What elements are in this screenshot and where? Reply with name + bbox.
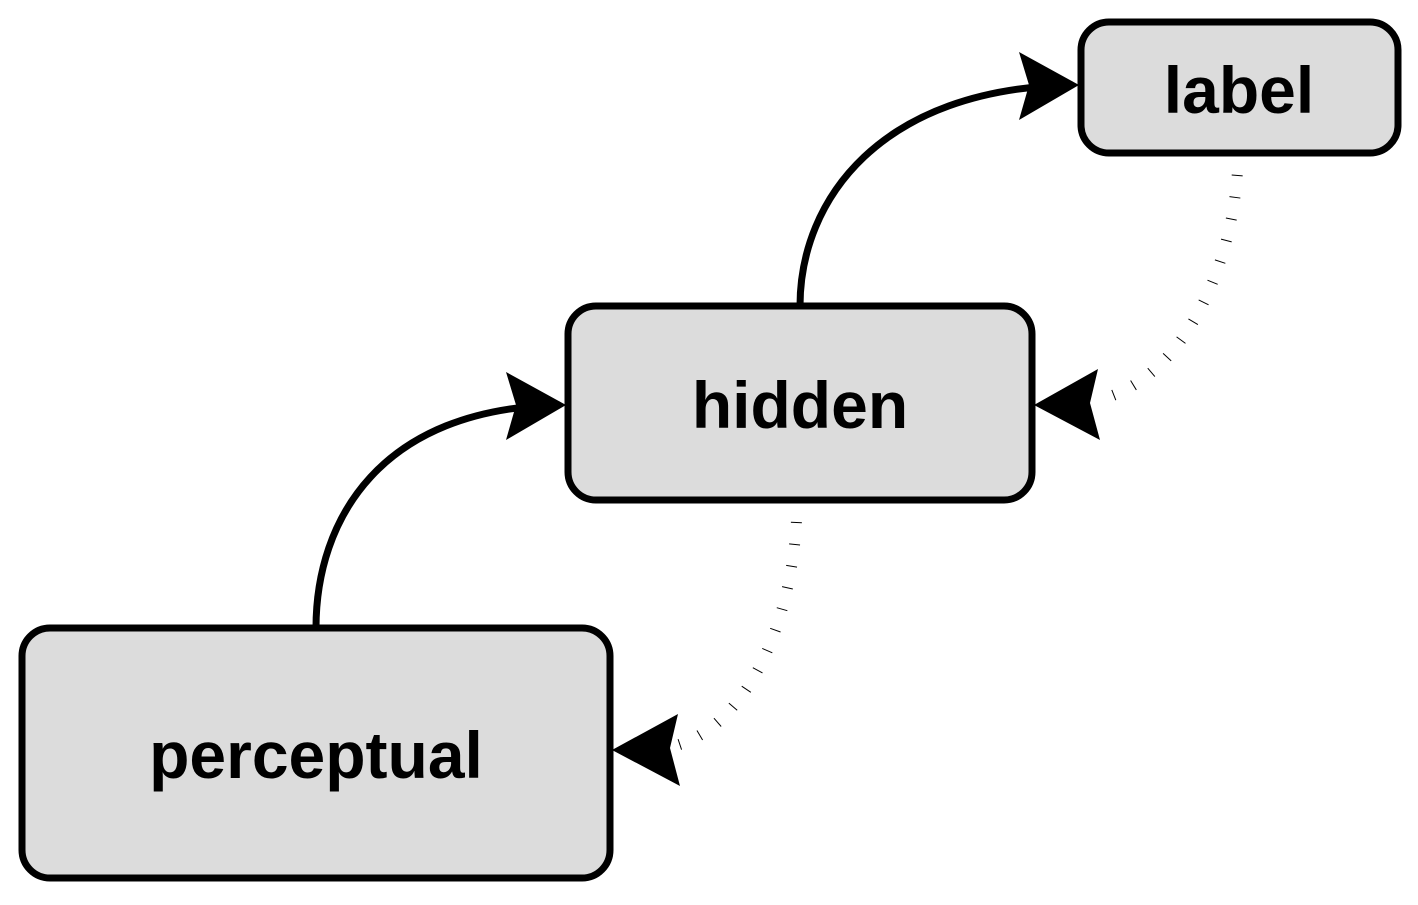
node-hidden-text: hidden [692, 368, 908, 442]
node-label-box[interactable] [1077, 18, 1402, 157]
node-label[interactable]: label [1077, 18, 1402, 157]
edge-hidden-to-label-arrowhead [1019, 52, 1079, 120]
node-layer: label hidden perceptual [18, 18, 1402, 882]
edge-layer [312, 52, 1244, 786]
node-label-text: label [1164, 53, 1314, 127]
node-hidden-box[interactable] [564, 302, 1036, 504]
edge-perceptual-to-hidden[interactable] [312, 372, 566, 629]
edge-hidden-to-label-line [796, 81, 1074, 307]
edge-label-to-hidden[interactable] [1034, 152, 1244, 440]
node-hidden[interactable]: hidden [564, 302, 1036, 504]
node-perceptual[interactable]: perceptual [18, 624, 614, 882]
edge-hidden-to-perceptual-line [676, 499, 803, 751]
edge-label-to-hidden-arrowhead [1034, 369, 1100, 440]
edge-label-to-hidden-line [1096, 152, 1244, 406]
edge-perceptual-to-hidden-arrowhead [506, 372, 566, 440]
edge-hidden-to-label[interactable] [796, 52, 1079, 307]
edge-hidden-to-perceptual-arrowhead [612, 714, 680, 786]
edge-perceptual-to-hidden-line [312, 401, 561, 629]
node-perceptual-text: perceptual [149, 718, 483, 792]
node-perceptual-box[interactable] [18, 624, 614, 882]
edge-hidden-to-perceptual[interactable] [612, 499, 803, 786]
